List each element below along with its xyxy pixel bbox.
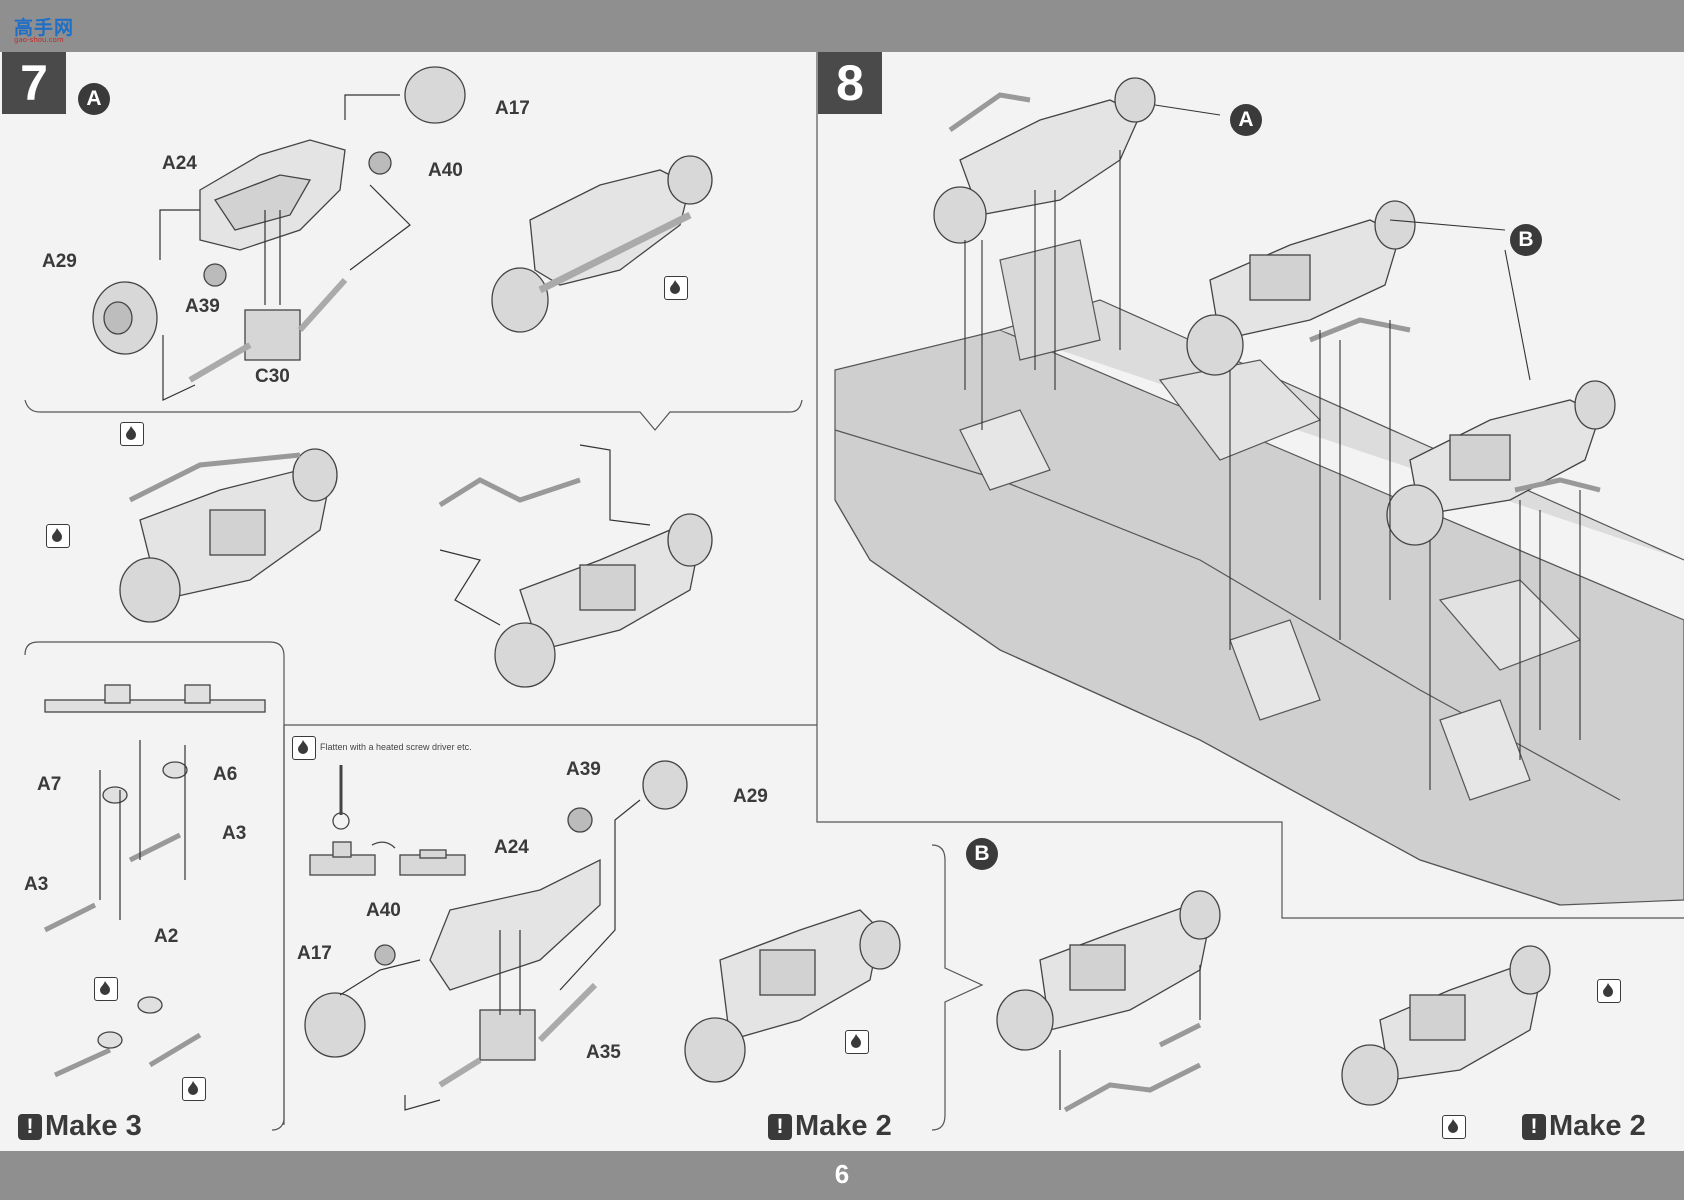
part-label-a7: A7 [37, 774, 62, 795]
exclamation-icon: ! [18, 1114, 42, 1140]
subassembly-b-marker: B [966, 838, 998, 870]
make-2-caption-left: !Make 2 [768, 1110, 892, 1143]
part-label-a6: A6 [213, 764, 238, 785]
part-label-b-a17: A17 [297, 943, 332, 964]
flame-icon [845, 1030, 869, 1054]
make-2-left-text: Make 2 [795, 1110, 892, 1142]
exclamation-icon: ! [768, 1114, 792, 1140]
step-8-callout-b: B [1510, 224, 1542, 256]
part-label-b-a24: A24 [494, 837, 529, 858]
part-label-a3-right: A3 [222, 823, 247, 844]
flame-icon [46, 524, 70, 548]
part-label-a2: A2 [154, 926, 179, 947]
step-7-number: 7 [2, 52, 66, 114]
part-label-c30: C30 [255, 366, 290, 387]
part-label-a29: A29 [42, 251, 77, 272]
exclamation-icon: ! [1522, 1114, 1546, 1140]
flame-icon [182, 1077, 206, 1101]
top-band [0, 0, 1684, 52]
flame-icon [94, 977, 118, 1001]
page-number: 6 [834, 1159, 850, 1189]
assembly-drawings [24, 52, 1684, 1131]
bottom-band [0, 1151, 1684, 1200]
heat-flatten-note: Flatten with a heated screw driver etc. [320, 742, 472, 752]
logo-text: 高手网 [14, 17, 75, 39]
make-3-text: Make 3 [45, 1110, 142, 1142]
flame-icon [120, 422, 144, 446]
part-label-a3-left: A3 [24, 874, 49, 895]
part-label-a17: A17 [495, 98, 530, 119]
part-label-b-a29: A29 [733, 786, 768, 807]
flame-icon [292, 736, 316, 760]
logo-subtext: gao-shou.com [14, 36, 64, 44]
instruction-sheet: 7 8 A A B B A17 A24 A40 A29 A39 C30 A7 A… [0, 52, 1684, 1151]
part-label-b-a39: A39 [566, 759, 601, 780]
part-label-b-a40: A40 [366, 900, 401, 921]
flame-icon [1597, 979, 1621, 1003]
make-2-right-text: Make 2 [1549, 1110, 1646, 1142]
part-label-a40: A40 [428, 160, 463, 181]
make-3-caption: !Make 3 [18, 1110, 142, 1143]
part-label-a24: A24 [162, 153, 197, 174]
part-label-b-a35: A35 [586, 1042, 621, 1063]
make-2-caption-right: !Make 2 [1522, 1110, 1646, 1143]
step-8-number: 8 [818, 52, 882, 114]
site-logo: 高手网 gao-shou.com [6, 6, 75, 44]
flame-icon [1442, 1115, 1466, 1139]
step-7-subassembly-a-marker: A [78, 83, 110, 115]
flame-icon [664, 276, 688, 300]
step-8-callout-a: A [1230, 104, 1262, 136]
part-label-a39: A39 [185, 296, 220, 317]
